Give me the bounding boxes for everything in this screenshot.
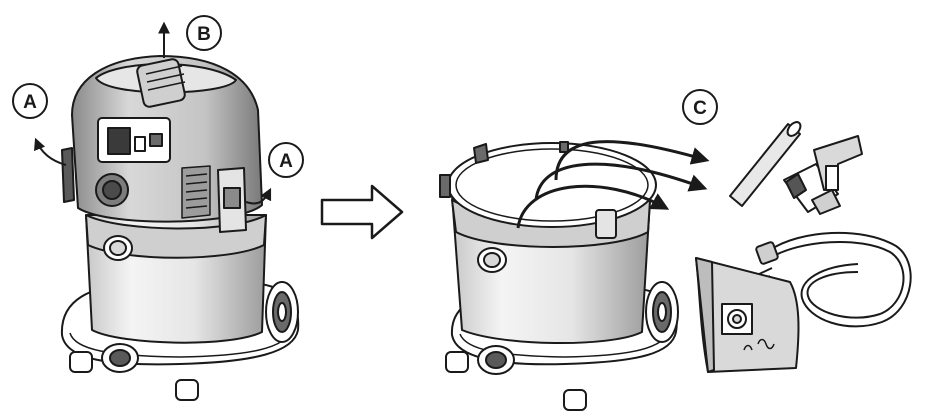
side-vents: [182, 166, 210, 218]
vacuum-drum-open: [440, 142, 678, 410]
drum-front-caster: [478, 346, 514, 374]
rear-wheel: [266, 282, 298, 342]
caster-right: [176, 380, 198, 400]
callout-a-right: A: [269, 143, 303, 177]
caster-left: [70, 352, 92, 372]
drum-rear-wheel: [646, 282, 678, 342]
filter-bag: [696, 258, 798, 372]
hose-cuff: [755, 241, 778, 264]
accessories: [696, 120, 911, 372]
left-clamp: [62, 148, 74, 202]
callout-a-left-label: A: [23, 92, 37, 113]
callout-c: C: [683, 90, 717, 124]
vacuum-assembled: [62, 56, 298, 400]
callout-b: B: [187, 16, 221, 50]
front-caster: [102, 344, 138, 372]
callout-a-right-label: A: [279, 151, 293, 172]
upholstery-nozzle: [814, 136, 862, 190]
callout-c-label: C: [693, 98, 707, 119]
callout-b-label: B: [197, 24, 211, 45]
callout-a-left: A: [13, 84, 47, 118]
hollow-right-arrow-icon: [322, 186, 402, 238]
